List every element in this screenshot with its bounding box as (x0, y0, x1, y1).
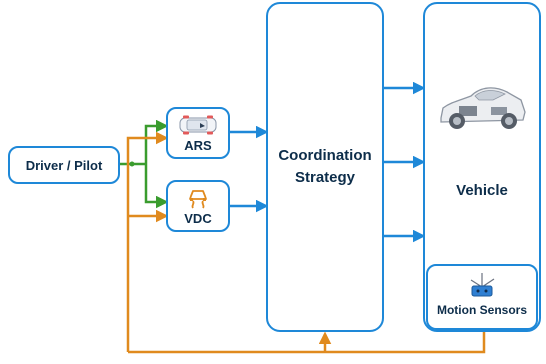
skid-control-icon (189, 189, 207, 208)
feedback-to-ars (126, 131, 169, 352)
driver-pilot-block: Driver / Pilot (8, 146, 120, 184)
feedback-loop (128, 332, 486, 354)
vdc-block: VDC (166, 180, 230, 232)
arrow-driver-to-vdc (144, 164, 169, 209)
junction-dot (129, 161, 135, 167)
car-top-view-icon (179, 115, 217, 134)
coordination-strategy-label: Coordination Strategy (278, 147, 372, 186)
ars-label: ARS (184, 137, 212, 153)
vdc-label: VDC (184, 210, 212, 226)
arrow-driver-to-ars (144, 119, 169, 164)
motion-sensors-block: Motion Sensors (426, 264, 538, 330)
imu-sensor-icon (470, 273, 495, 297)
driver-pilot-label: Driver / Pilot (25, 157, 103, 173)
car-chassis-icon (440, 87, 526, 129)
ars-block: ARS (166, 107, 230, 159)
coordination-strategy-block: Coordination Strategy (266, 2, 384, 332)
vehicle-label: Vehicle (456, 182, 508, 199)
motion-sensors-label: Motion Sensors (436, 303, 527, 317)
